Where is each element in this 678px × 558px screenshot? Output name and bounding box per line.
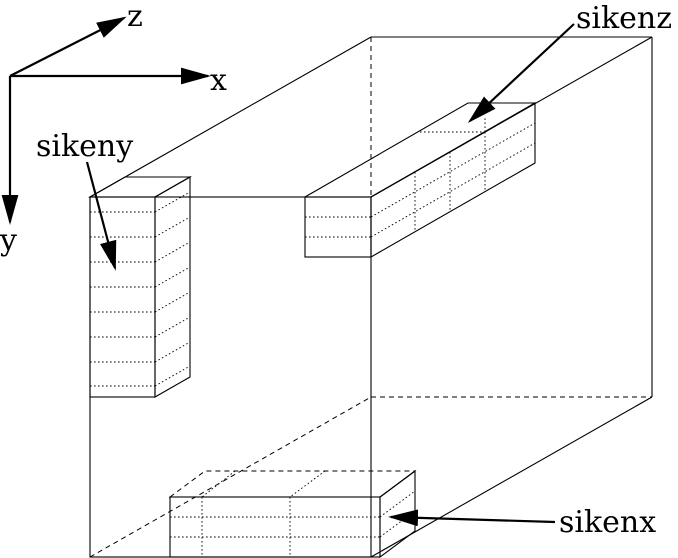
coordinate-axes: z x y (0, 0, 227, 258)
x-axis-label: x (210, 63, 227, 98)
z-axis-label: z (127, 0, 143, 34)
main-box (89, 36, 653, 558)
sikenx-top (168, 470, 417, 498)
sikeny-front (89, 196, 156, 398)
sikeny-block (87, 176, 193, 398)
sikenz-cell-lines (305, 118, 536, 238)
sikenx-label: sikenx (559, 505, 656, 540)
z-axis-arrow (9, 16, 127, 77)
sikeny-label: sikeny (36, 129, 133, 164)
sikenx-front (169, 496, 381, 558)
sikeny-side (154, 176, 191, 398)
sikeny-pointer-arrow (85, 161, 117, 271)
sikenz-pointer-arrow (467, 23, 575, 124)
sikenx-block (168, 469, 417, 558)
sikenx-cell-lines (170, 470, 416, 557)
sikeny-top (87, 176, 193, 198)
box-right-bottom-edge (370, 396, 653, 558)
sikenz-label: sikenz (576, 1, 672, 36)
sikenz-front (304, 196, 372, 258)
box-top-left-edge (89, 36, 372, 198)
y-axis-label: y (0, 223, 17, 258)
sikenz-side (370, 102, 536, 258)
annotations: sikenz sikeny sikenx (36, 1, 672, 540)
sikenz-block (302, 102, 538, 258)
box-front-face (89, 196, 372, 558)
sikenx-pointer-arrow (388, 509, 556, 527)
sikeny-cell-lines (90, 191, 191, 387)
box-hidden-left-bottom-edge (89, 396, 372, 558)
